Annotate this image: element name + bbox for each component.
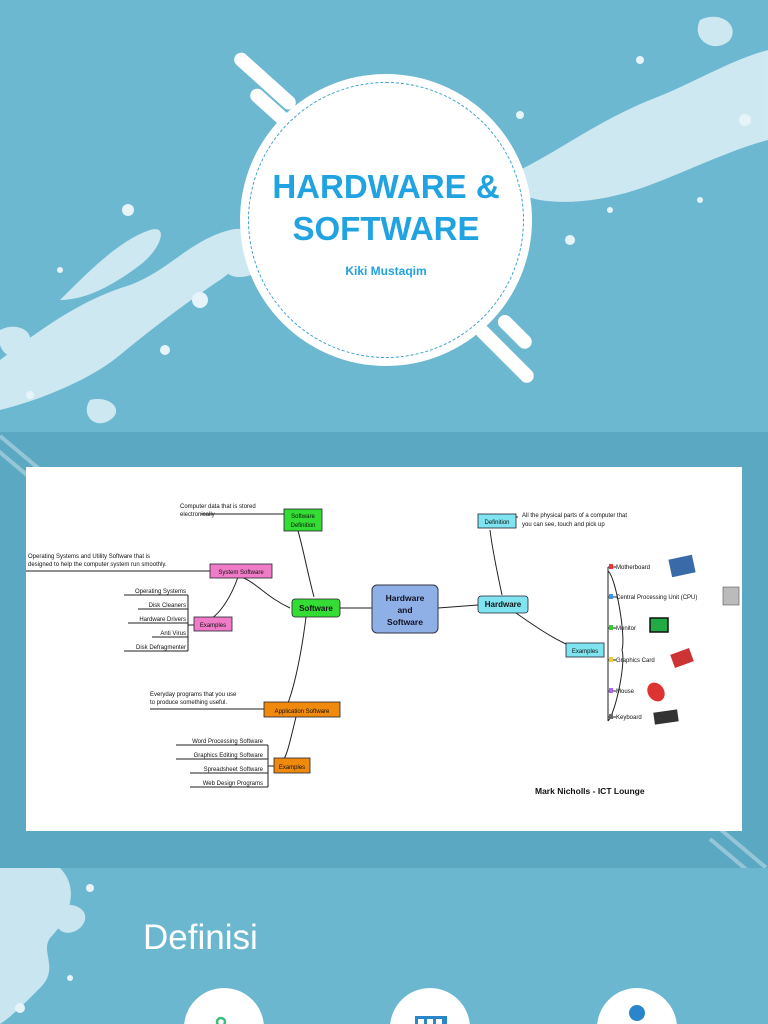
system-example-4: Anti Virus (160, 631, 186, 637)
icon-badge-film (390, 988, 470, 1024)
application-example-1: Word Processing Software (192, 739, 264, 745)
hardware-definition-text-1: All the physical parts of a computer tha… (522, 513, 627, 519)
presentation-title: HARDWARE & SOFTWARE (240, 166, 532, 250)
mindmap-credit: Mark Nicholls - ICT Lounge (535, 786, 645, 796)
paint-splash (0, 16, 768, 424)
software-definition-line-2: Definition (290, 523, 315, 529)
film-icon (415, 1016, 447, 1024)
graphics-card-icon (670, 648, 694, 668)
bullet-icon (609, 714, 613, 719)
mindmap-image: Hardware and Software Software Software … (26, 467, 742, 831)
bullet-icon (609, 625, 613, 630)
icon-badge-gears (184, 988, 264, 1024)
cover-slide: HARDWARE & SOFTWARE Kiki Mustaqim (0, 0, 768, 432)
icon-badge-user (597, 988, 677, 1024)
system-example-3: Hardware Drivers (139, 617, 186, 623)
software-definition-line-1: Software (291, 514, 315, 520)
software-node (291, 598, 341, 618)
system-examples-label: Examples (200, 623, 226, 629)
system-software-label: System Software (218, 570, 264, 576)
bullet-icon (609, 688, 613, 693)
definisi-slide: Definisi (0, 868, 768, 1024)
hardware-definition-text-2: you can see, touch and pick up (522, 522, 605, 528)
hardware-example-1: Motherboard (616, 565, 650, 571)
application-examples-label: Examples (279, 765, 305, 771)
hardware-definition-node (477, 513, 517, 529)
central-node-line-3: Software (387, 617, 423, 627)
hardware-example-2: Central Processing Unit (CPU) (616, 595, 697, 601)
hardware-example-3: Monitor (616, 626, 636, 632)
hardware-node (477, 595, 529, 614)
hardware-examples-label: Examples (572, 649, 598, 655)
system-examples-node (193, 616, 233, 632)
application-software-node (263, 701, 341, 718)
section-heading: Definisi (143, 918, 258, 957)
hardware-example-4: Graphics Card (616, 658, 655, 664)
decorative-stripe (718, 827, 768, 868)
software-definition-text-2: electronically (180, 512, 215, 518)
hardware-example-5: Mouse (616, 689, 635, 695)
bullet-icon (609, 564, 613, 569)
dashed-ring (248, 82, 524, 358)
application-example-2: Graphics Editing Software (194, 753, 264, 759)
paint-splash-left (0, 868, 94, 1024)
application-software-text-1: Everyday programs that you use (150, 692, 237, 698)
hardware-example-6: Keyboard (616, 715, 642, 721)
motherboard-icon (668, 554, 696, 578)
user-icon (629, 1005, 645, 1021)
application-example-3: Spreadsheet Software (204, 767, 264, 773)
hardware-definition-label: Definition (484, 520, 509, 526)
software-definition-node (283, 508, 323, 532)
mouse-icon (647, 682, 665, 702)
system-example-1: Operating Systems (135, 589, 186, 595)
monitor-icon (649, 617, 669, 633)
software-node-label: Software (299, 604, 333, 613)
keyboard-icon (653, 709, 679, 725)
central-node-line-2: and (397, 605, 412, 615)
title-line-2: SOFTWARE (292, 210, 480, 247)
application-example-4: Web Design Programs (203, 781, 263, 787)
mindmap-slide: Hardware and Software Software Software … (0, 432, 768, 868)
application-examples-node (273, 757, 311, 774)
author-name: Kiki Mustaqim (345, 264, 427, 278)
mindmap-diagram: Hardware and Software Software Software … (26, 504, 740, 796)
system-software-node (209, 563, 273, 579)
system-software-text-1: Operating Systems and Utility Software t… (28, 554, 150, 560)
hardware-examples-node (565, 642, 605, 658)
hardware-node-label: Hardware (485, 600, 522, 609)
gears-icon (215, 1016, 227, 1024)
bullet-icon (609, 594, 613, 599)
system-example-2: Disk Cleaners (149, 603, 186, 609)
title-line-1: HARDWARE & (272, 168, 500, 205)
central-node-line-1: Hardware (386, 593, 425, 603)
title-circle: HARDWARE & SOFTWARE Kiki Mustaqim (240, 74, 532, 366)
application-software-text-2: to produce something useful. (150, 700, 227, 706)
system-software-text-2: designed to help the computer system run… (28, 562, 167, 568)
central-node (371, 584, 439, 634)
hardware-examples-list: Motherboard Central Processing Unit (CPU… (609, 554, 740, 725)
application-software-label: Application Software (275, 709, 330, 715)
software-definition-text-1: Computer data that is stored (180, 504, 256, 510)
system-example-5: Disk Defragmenter (136, 645, 186, 651)
cpu-icon (722, 586, 740, 606)
bullet-icon (609, 657, 613, 662)
